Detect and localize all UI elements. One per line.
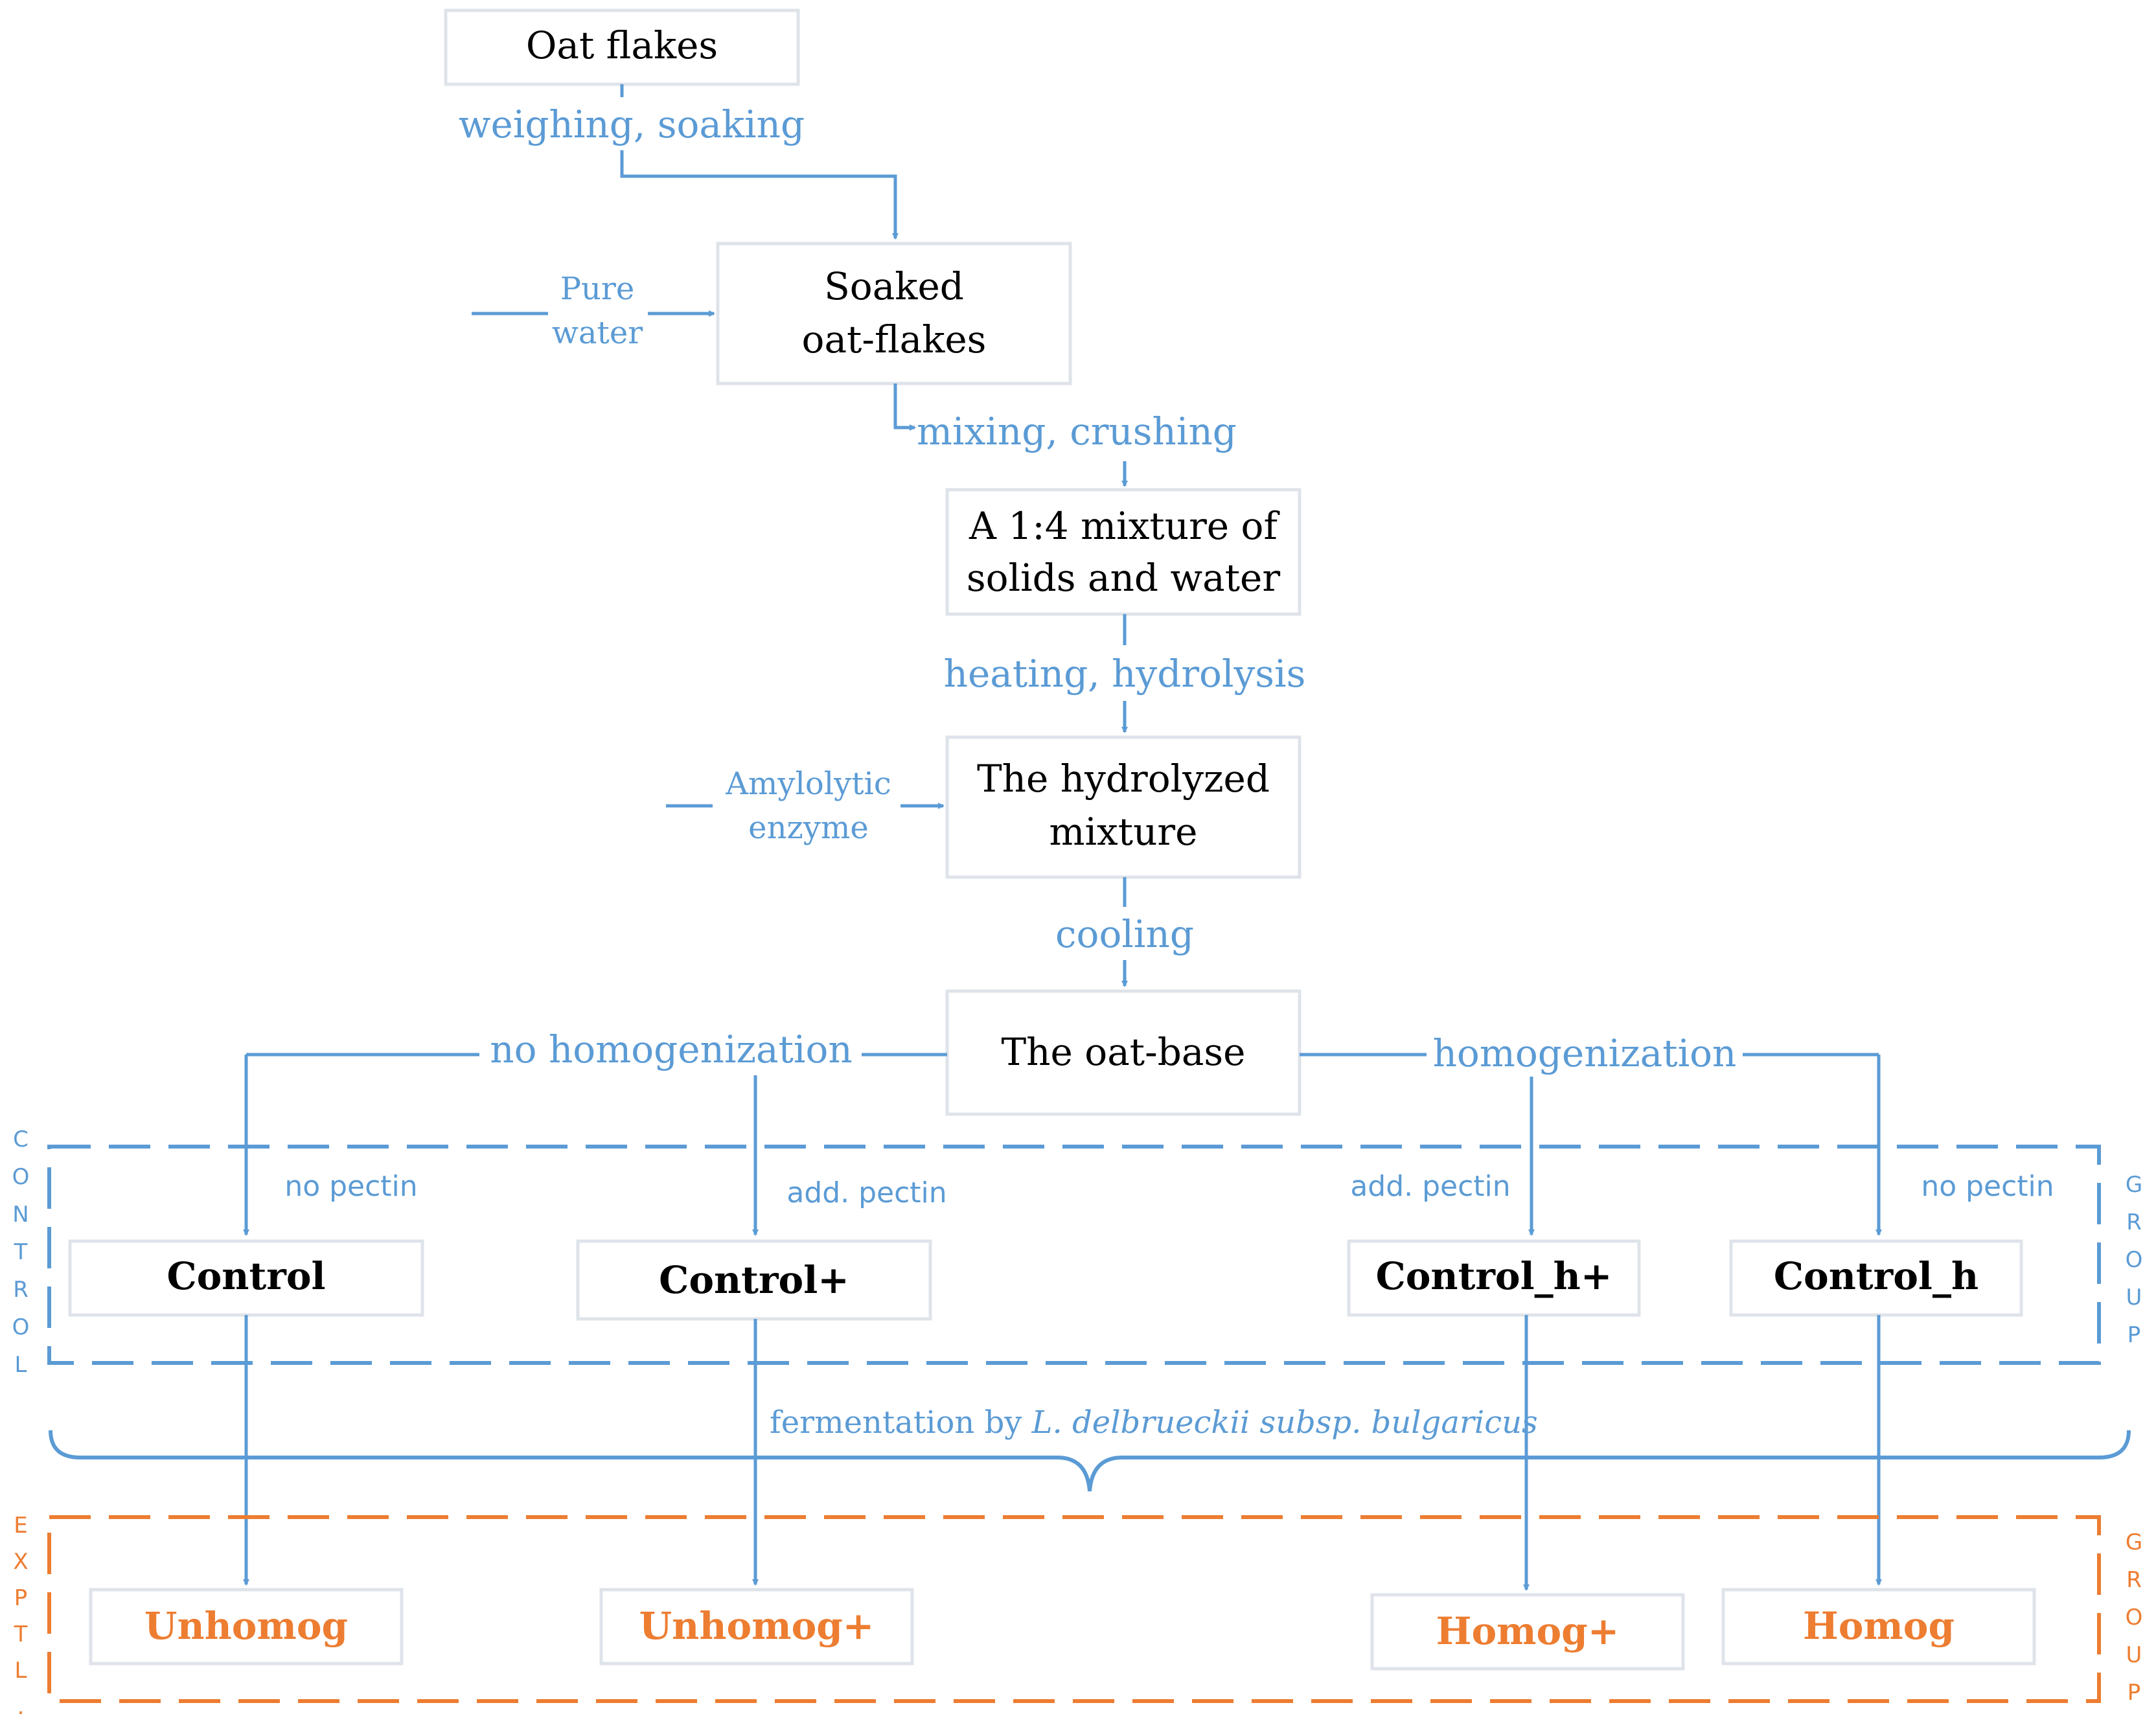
side-label-letter: R — [13, 1277, 29, 1303]
unhomog-box — [89, 1588, 404, 1665]
side-label-letter: U — [2126, 1642, 2142, 1668]
side-label-letter: T — [14, 1239, 28, 1265]
control-plus-label: Control+ — [659, 1258, 849, 1302]
side-label-letter: R — [2126, 1567, 2142, 1593]
side-label-letter: C — [13, 1127, 29, 1152]
hydrolyzed-label-line1: The hydrolyzed — [977, 757, 1270, 801]
side-label-letter: L — [15, 1658, 27, 1684]
homog-plus-box — [1370, 1593, 1685, 1671]
experimental-group-frame — [47, 1515, 2101, 1703]
fermentation-species: L. delbrueckii subsp. bulgaricus — [1031, 1404, 1538, 1441]
control-label: Control — [166, 1254, 325, 1298]
side-label-letter: X — [13, 1549, 28, 1575]
step-weighing-soaking: weighing, soaking — [459, 102, 805, 146]
side-label-letter: P — [2127, 1322, 2141, 1348]
pure-water-label-line2: water — [552, 315, 643, 351]
control-plus-box — [576, 1239, 932, 1321]
mixture-label-line1: A 1:4 mixture of — [969, 504, 1279, 548]
unhomog-plus-box — [599, 1588, 914, 1665]
connector-mixing — [893, 383, 916, 431]
oat-flakes-box — [444, 8, 800, 86]
step-homogenization: homogenization — [1433, 1031, 1737, 1075]
side-label-letter: N — [12, 1202, 29, 1228]
side-label-letter: L — [15, 1352, 27, 1378]
pectin-label-add-right: add. pectin — [1350, 1170, 1510, 1203]
pectin-label-no-right: no pectin — [1921, 1170, 2054, 1203]
pure-water-label-line1: Pure — [560, 271, 635, 307]
control-box — [68, 1239, 424, 1317]
control-h-plus-box — [1347, 1239, 1641, 1317]
soaked-label-line1: Soaked — [824, 264, 964, 308]
step-cooling: cooling — [1055, 912, 1194, 956]
control-h-label: Control_h — [1774, 1254, 1978, 1298]
side-label-letter: T — [14, 1621, 28, 1647]
pectin-label-add-left: add. pectin — [786, 1176, 946, 1209]
mixture-box — [945, 488, 1302, 616]
homog-plus-label: Homog+ — [1436, 1609, 1620, 1653]
side-label-letter: G — [2126, 1172, 2142, 1198]
side-label-letter: O — [12, 1314, 30, 1340]
side-label-letter: R — [2126, 1209, 2142, 1235]
oat-flakes-label: Oat flakes — [526, 23, 718, 67]
step-no-homogenization: no homogenization — [490, 1027, 853, 1071]
side-label-letter: . — [17, 1694, 25, 1720]
soaked-label-line2: oat-flakes — [802, 317, 987, 361]
arrow-to-soaked — [620, 150, 899, 240]
hydrolyzed-label-line2: mixture — [1049, 810, 1198, 854]
oat-base-label: The oat-base — [1002, 1030, 1246, 1074]
label-mask — [447, 98, 810, 149]
oat-base-box — [945, 989, 1302, 1116]
control-group-frame — [47, 1145, 2101, 1365]
side-label-letter: O — [2126, 1247, 2143, 1273]
mixture-label-line2: solids and water — [967, 556, 1280, 600]
fermentation-prefix: fermentation by — [770, 1404, 1032, 1441]
enzyme-label-line1: Amylolytic — [725, 766, 891, 802]
step-heating-hydrolysis: heating, hydrolysis — [944, 652, 1306, 696]
side-label-letter: E — [14, 1513, 27, 1538]
fermentation-brace — [49, 1430, 2131, 1492]
side-label-letter: P — [14, 1585, 28, 1611]
side-label-letter: P — [2127, 1680, 2141, 1706]
homog-label: Homog — [1803, 1604, 1955, 1648]
side-label-letter: O — [2126, 1605, 2143, 1630]
unhomog-plus-label: Unhomog+ — [639, 1604, 875, 1648]
side-label-letter: U — [2126, 1285, 2142, 1310]
control-h-plus-label: Control_h+ — [1376, 1254, 1612, 1298]
side-label-letter: O — [12, 1164, 30, 1190]
unhomog-label: Unhomog — [144, 1604, 348, 1648]
step-mixing-crushing: mixing, crushing — [917, 409, 1237, 453]
side-label-letter: G — [2126, 1529, 2142, 1555]
homog-box — [1721, 1588, 2036, 1665]
control-h-box — [1729, 1239, 2023, 1317]
enzyme-label-line2: enzyme — [748, 810, 869, 846]
fermentation-label: fermentation by L. delbrueckii subsp. bu… — [770, 1404, 1538, 1441]
pectin-label-no-left: no pectin — [284, 1170, 417, 1203]
